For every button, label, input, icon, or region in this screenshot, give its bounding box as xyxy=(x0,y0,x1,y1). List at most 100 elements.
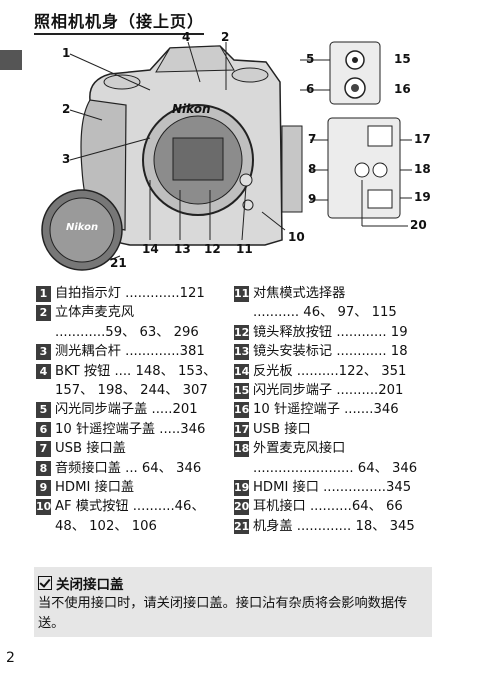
item-label: USB 接口盖 xyxy=(55,441,126,457)
page-number: 2 xyxy=(6,650,15,666)
callout-12: 12 xyxy=(204,242,221,256)
callout-5: 5 xyxy=(306,52,315,66)
page-title: 照相机机身（接上页） xyxy=(34,8,205,35)
item-number: 21 xyxy=(234,518,250,535)
note-title: 关闭接口盖 xyxy=(56,577,124,593)
item-label: 10 针遥控端子盖 .....346 xyxy=(55,421,206,437)
item-label: USB 接口 xyxy=(253,421,311,437)
item-number: 17 xyxy=(234,421,250,438)
nikon-logo: Nikon xyxy=(172,102,211,116)
callout-18: 18 xyxy=(414,162,431,176)
item-label: 耳机接口 ..........64、 66 xyxy=(253,499,403,515)
item-continuation: 48、 102、 106 xyxy=(55,518,157,534)
item-label: 反光板 ..........122、 351 xyxy=(253,363,407,379)
item-label: 10 针遥控端子 .......346 xyxy=(253,402,399,418)
item-label: 镜头安装标记 ............ 18 xyxy=(253,344,408,360)
item-label: HDMI 接口盖 xyxy=(55,480,135,496)
item-label: 闪光同步端子 ..........201 xyxy=(253,383,404,399)
item-number: 7 xyxy=(36,441,51,457)
item-label: 机身盖 ............. 18、 345 xyxy=(253,518,415,534)
item-label: AF 模式按钮 ..........46、 xyxy=(55,499,205,515)
item-number: 5 xyxy=(36,402,51,418)
callout-21: 21 xyxy=(110,256,127,270)
item-label: 闪光同步端子盖 .....201 xyxy=(55,402,198,418)
callout-2b: 2 xyxy=(221,30,230,44)
callout-1: 1 xyxy=(62,46,71,60)
callout-3: 3 xyxy=(62,152,71,166)
item-label: 测光耦合杆 .............381 xyxy=(55,344,205,360)
item-number: 15 xyxy=(234,383,250,399)
callout-8: 8 xyxy=(308,162,317,176)
item-number: 1 xyxy=(36,286,51,302)
check-box-icon xyxy=(38,576,52,590)
item-label: 自拍指示灯 .............121 xyxy=(55,286,205,301)
item-number: 18 xyxy=(234,441,250,457)
callout-9: 9 xyxy=(308,192,317,206)
camera-illustration xyxy=(41,41,412,271)
item-continuation: 157、 198、 244、 307 xyxy=(55,383,208,399)
callout-6: 6 xyxy=(306,82,315,96)
callout-17: 17 xyxy=(414,132,431,146)
item-number: 20 xyxy=(234,499,250,515)
item-number: 19 xyxy=(234,480,250,496)
item-number: 3 xyxy=(36,344,51,360)
callout-10: 10 xyxy=(288,230,305,244)
callout-4: 4 xyxy=(182,30,191,44)
item-label: 音频接口盖 ... 64、 346 xyxy=(55,460,202,476)
section-tab xyxy=(0,50,22,70)
item-number: 10 xyxy=(36,499,52,515)
item-number: 2 xyxy=(36,305,51,321)
note-heading: 关闭接口盖 xyxy=(38,573,124,593)
body-cap-logo: Nikon xyxy=(66,222,99,233)
camera-body-figure: Nikon Nikon 1 2 3 4 2 5 6 7 8 9 10 11 12… xyxy=(30,30,450,272)
note-body: 当不使用接口时，请关闭接口盖。接口沾有杂质将会影响数据传送。 xyxy=(38,596,408,631)
callout-16: 16 xyxy=(394,82,411,96)
item-continuation: ........................ 64、 346 xyxy=(253,460,418,476)
item-number: 16 xyxy=(234,402,250,418)
item-number: 11 xyxy=(234,286,250,302)
item-label: 镜头释放按钮 ............ 19 xyxy=(253,324,408,340)
callout-13: 13 xyxy=(174,242,191,256)
callout-2a: 2 xyxy=(62,102,71,116)
callout-15: 15 xyxy=(394,52,411,66)
callout-7: 7 xyxy=(308,132,317,146)
item-label: 立体声麦克风 xyxy=(55,305,135,321)
item-continuation: ............59、 63、 296 xyxy=(55,324,199,340)
item-label: BKT 按钮 .... 148、 153、 xyxy=(55,363,217,379)
item-number: 8 xyxy=(36,460,51,477)
item-label: HDMI 接口 ...............345 xyxy=(253,480,412,496)
item-number: 6 xyxy=(36,421,51,438)
item-label: 对焦模式选择器 xyxy=(253,286,346,301)
item-continuation: ........... 46、 97、 115 xyxy=(253,305,397,321)
item-label: 外置麦克风接口 xyxy=(253,441,346,457)
note-box: 关闭接口盖 当不使用接口时，请关闭接口盖。接口沾有杂质将会影响数据传送。 xyxy=(34,567,432,637)
legend-item: 1 自拍指示灯 .............121 xyxy=(36,284,226,303)
item-number: 13 xyxy=(234,344,250,360)
callout-14: 14 xyxy=(142,242,159,256)
item-number: 9 xyxy=(36,480,51,496)
item-number: 14 xyxy=(234,363,250,380)
item-number: 4 xyxy=(36,363,51,380)
callout-11: 11 xyxy=(236,242,253,256)
